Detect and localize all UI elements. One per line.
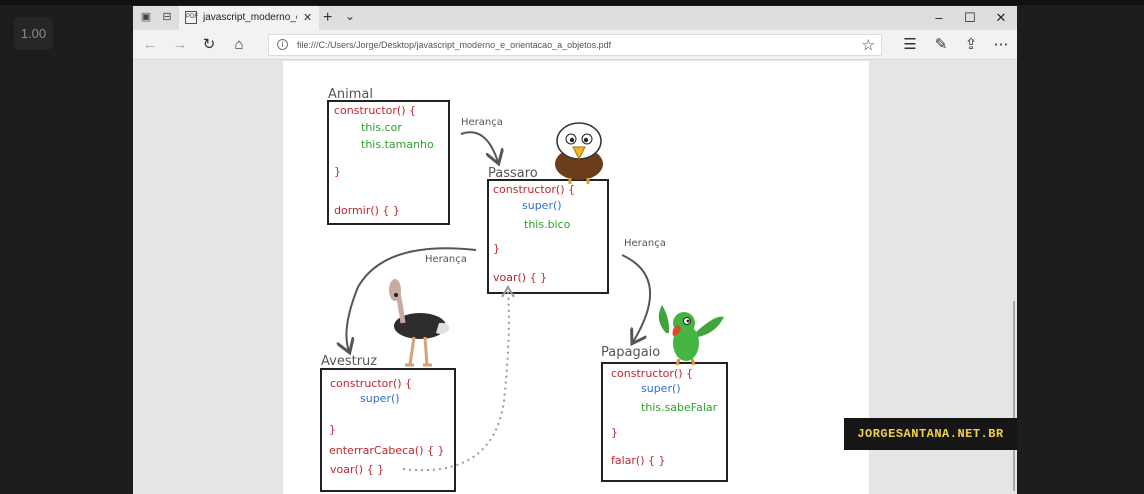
class-name-papagaio: Papagaio — [601, 345, 660, 360]
code-line: } — [611, 426, 618, 439]
tab-bar: ▣ ⊟ PDF javascript_moderno_e_c ✕ + ⌄ – ☐… — [133, 6, 1017, 30]
class-name-animal: Animal — [328, 87, 373, 102]
pen-icon[interactable]: ✎ — [934, 36, 948, 53]
favorite-star-icon[interactable]: ☆ — [861, 37, 875, 54]
eagle-illustration — [555, 122, 603, 184]
close-tab-icon[interactable]: ✕ — [303, 12, 313, 24]
code-line: this.bico — [524, 218, 571, 231]
override-arrowhead — [501, 285, 515, 298]
class-box-papagaio — [601, 362, 728, 482]
playback-speed-badge[interactable]: 1.00 — [14, 17, 53, 50]
code-line: voar() { } — [493, 271, 547, 284]
address-bar[interactable]: i file:///C:/Users/Jorge/Desktop/javascr… — [268, 34, 882, 56]
code-line: } — [329, 423, 336, 436]
tab-title: javascript_moderno_e_c — [203, 12, 297, 23]
code-line: voar() { } — [330, 463, 384, 476]
tab-preview-icon[interactable]: ⊟ — [162, 11, 172, 23]
class-name-passaro: Passaro — [488, 166, 538, 181]
class-name-avestruz: Avestruz — [321, 354, 377, 369]
minimize-icon[interactable]: – — [935, 10, 943, 25]
watermark-badge: JORGESANTANA.NET.BR — [844, 418, 1017, 450]
code-line: } — [493, 242, 500, 255]
class-box-avestruz — [320, 368, 456, 492]
inheritance-arrow — [621, 254, 652, 342]
browser-window: ▣ ⊟ PDF javascript_moderno_e_c ✕ + ⌄ – ☐… — [133, 6, 1017, 494]
close-window-icon[interactable]: ✕ — [995, 10, 1007, 25]
back-icon[interactable]: ← — [142, 36, 158, 53]
inheritance-arrow — [346, 247, 477, 351]
code-line: } — [334, 165, 341, 178]
pdf-page: Animal constructor() { this.cor this.tam… — [283, 61, 869, 494]
scrollbar[interactable] — [1013, 301, 1015, 491]
navigation-bar: ← → ↻ ⌂ i file:///C:/Users/Jorge/Desktop… — [133, 30, 1017, 60]
maximize-icon[interactable]: ☐ — [964, 10, 976, 25]
parrot-illustration — [658, 305, 724, 366]
arrow-label: Herança — [624, 238, 666, 249]
home-icon[interactable]: ⌂ — [234, 36, 244, 53]
code-line: constructor() { — [611, 367, 693, 380]
chevron-down-icon[interactable]: ⌄ — [345, 9, 356, 23]
pdf-viewer: Animal constructor() { this.cor this.tam… — [133, 61, 1017, 494]
refresh-icon[interactable]: ↻ — [202, 36, 216, 53]
code-line: constructor() { — [330, 377, 412, 390]
info-icon[interactable]: i — [277, 39, 288, 50]
code-line: constructor() { — [493, 183, 575, 196]
forward-icon[interactable]: → — [172, 36, 188, 53]
new-tab-icon[interactable]: + — [323, 9, 333, 26]
code-line: enterrarCabeca() { } — [329, 444, 444, 457]
code-line: dormir() { } — [334, 204, 400, 217]
url-text[interactable]: file:///C:/Users/Jorge/Desktop/javascrip… — [297, 40, 612, 50]
inheritance-diagram: Animal constructor() { this.cor this.tam… — [320, 87, 728, 492]
share-icon[interactable]: ⇪ — [964, 36, 978, 53]
override-arrow — [402, 288, 510, 472]
arrow-label: Herança — [425, 254, 467, 265]
favorites-list-icon[interactable]: ☰ — [903, 36, 917, 53]
code-line: this.tamanho — [361, 138, 434, 151]
tab-pdf[interactable]: PDF javascript_moderno_e_c ✕ — [179, 6, 319, 30]
inheritance-arrow — [460, 131, 498, 162]
code-line: super() — [522, 199, 562, 212]
code-line: super() — [641, 382, 681, 395]
top-border — [0, 0, 1144, 5]
arrow-label: Herança — [461, 117, 503, 128]
class-box-animal — [327, 100, 450, 225]
code-line: super() — [360, 392, 400, 405]
code-line: this.cor — [361, 121, 402, 134]
pdf-icon: PDF — [185, 11, 198, 24]
code-line: constructor() { — [334, 104, 416, 117]
tabs-aside-icon[interactable]: ▣ — [140, 11, 152, 23]
ostrich-illustration — [389, 279, 450, 367]
more-icon[interactable]: ⋯ — [993, 36, 1009, 53]
code-line: this.sabeFalar — [641, 401, 718, 414]
code-line: falar() { } — [611, 454, 666, 467]
class-box-passaro — [487, 179, 609, 294]
